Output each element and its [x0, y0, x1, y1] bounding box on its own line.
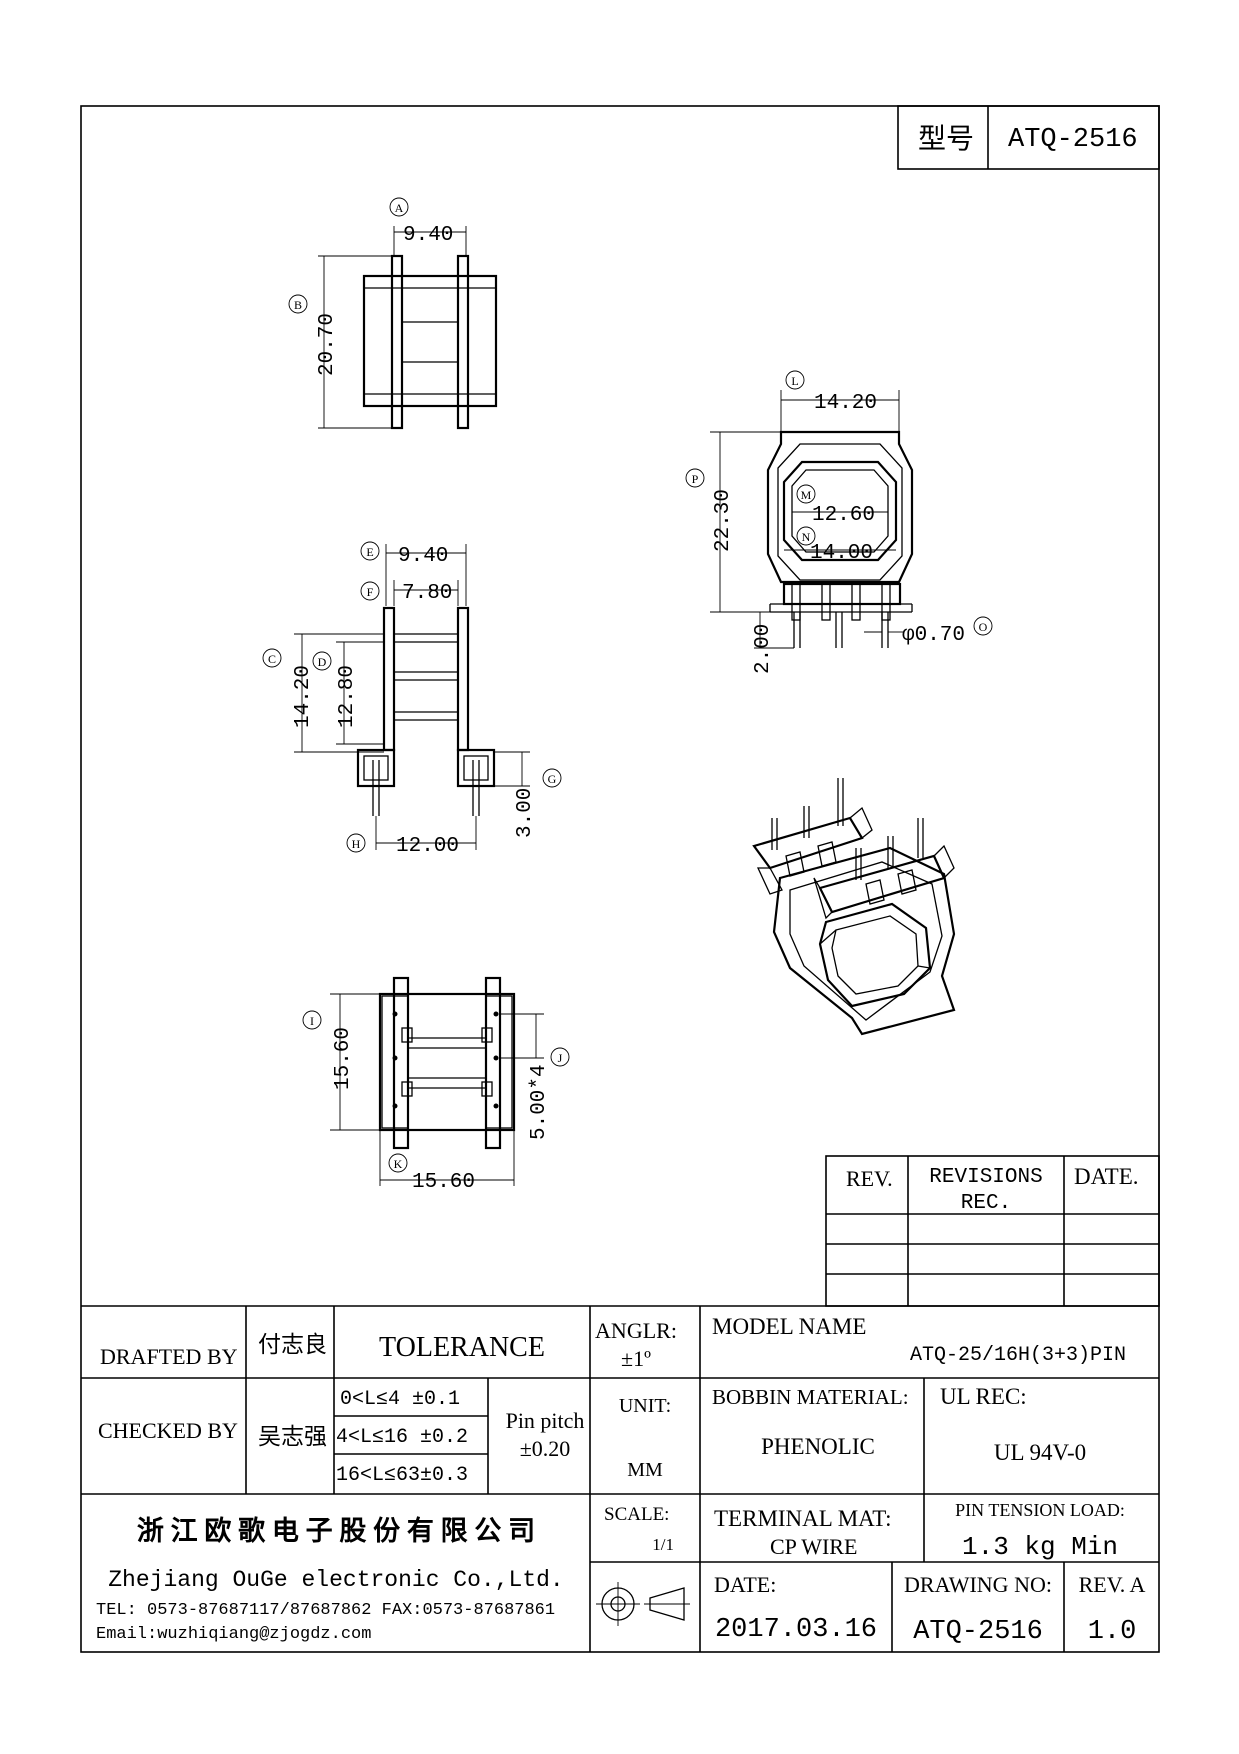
tolerance-row-1: 0<L≤4 ±0.1: [340, 1388, 460, 1411]
date-header: DATE.: [1074, 1164, 1139, 1189]
model-value: ATQ-2516: [1008, 125, 1138, 155]
tolerance-row-2: 4<L≤16 ±0.2: [336, 1426, 468, 1449]
drawing-frame: [80, 105, 1160, 1653]
model-name-label: MODEL NAME: [712, 1314, 866, 1339]
dim-value-pin-length: 2.00: [752, 624, 775, 674]
drafted-by-label: DRAFTED BY: [100, 1344, 238, 1369]
dim-value-c: 14.20: [292, 665, 315, 728]
dim-mark-b: B: [294, 298, 302, 312]
company-email: Email:wuzhiqiang@zjogdz.com: [96, 1625, 371, 1644]
dim-value-g: 3.00: [514, 788, 537, 838]
dim-value-a: 9.40: [403, 224, 453, 247]
tolerance-row-3: 16<L≤63±0.3: [336, 1464, 468, 1487]
dim-mark-g: G: [548, 772, 557, 786]
side-view: E 9.40 F 7.80 C 14.20 D 12.80 G 3.00: [262, 541, 562, 858]
dim-mark-n: N: [802, 530, 811, 544]
revisions-rec-header-2: REC.: [961, 1192, 1011, 1215]
dim-mark-d: D: [318, 655, 327, 669]
dim-value-k: 15.60: [412, 1171, 475, 1194]
dim-value-i: 15.60: [332, 1027, 355, 1090]
dim-mark-h: H: [352, 837, 361, 851]
terminal-mat-label: TERMINAL MAT:: [714, 1506, 892, 1531]
dim-mark-o: O: [979, 620, 988, 634]
dim-value-n: 14.00: [810, 542, 873, 565]
rev-header: REV.: [846, 1166, 893, 1191]
dim-value-b: 20.70: [316, 313, 339, 376]
date-label: DATE:: [714, 1572, 776, 1597]
dim-mark-c: C: [268, 652, 276, 666]
dim-mark-k: K: [394, 1157, 403, 1171]
company-name-en: Zhejiang OuGe electronic Co.,Ltd.: [108, 1567, 563, 1593]
bobbin-material-label: BOBBIN MATERIAL:: [712, 1385, 909, 1409]
unit-value: MM: [627, 1459, 663, 1481]
tolerance-label: TOLERANCE: [379, 1332, 545, 1363]
dim-mark-f: F: [367, 585, 374, 599]
top-view: A 9.40 B 20.70: [288, 197, 498, 430]
model-label: 型号: [918, 123, 974, 155]
dim-value-l: 14.20: [814, 392, 877, 415]
unit-label: UNIT:: [619, 1395, 671, 1417]
dim-value-d: 12.80: [336, 665, 359, 728]
pin-pitch-label: Pin pitch: [506, 1408, 585, 1433]
dim-mark-e: E: [366, 545, 373, 559]
revisions-table: REV. REVISIONS REC. DATE.: [825, 1155, 1160, 1307]
bottom-view: I 15.60 J 5.00*4 K 15.60: [302, 976, 570, 1194]
drawing-no-value: ATQ-2516: [913, 1617, 1043, 1647]
ul-rec-value: UL 94V-0: [994, 1440, 1086, 1465]
drawing-no-label: DRAWING NO:: [904, 1572, 1052, 1597]
pin-tension-value: 1.3 kg Min: [962, 1532, 1118, 1562]
anglr-label: ANGLR:: [595, 1318, 677, 1343]
model-name-value: ATQ-25/16H(3+3)PIN: [910, 1344, 1126, 1367]
dim-value-j: 5.00*4: [528, 1064, 551, 1140]
scale-value: 1/1: [652, 1535, 674, 1554]
scale-label: SCALE:: [604, 1504, 669, 1525]
pin-tension-label: PIN TENSION LOAD:: [955, 1500, 1125, 1520]
company-name-cn: 浙 江 欧 歌 电 子 股 份 有 限 公 司: [137, 1516, 535, 1546]
projection-symbol-icon: [596, 1582, 690, 1626]
dim-value-p: 22.30: [712, 489, 735, 552]
ul-rec-label: UL REC:: [940, 1384, 1027, 1409]
rev-value: 1.0: [1088, 1617, 1137, 1647]
rev-label: REV. A: [1079, 1572, 1146, 1597]
bobbin-material-value: PHENOLIC: [761, 1434, 875, 1459]
dim-mark-a: A: [395, 201, 404, 215]
terminal-mat-value: CP WIRE: [770, 1534, 857, 1559]
dim-mark-j: J: [558, 1051, 563, 1065]
dim-value-o: φ0.70: [902, 624, 965, 647]
anglr-value: ±1º: [621, 1346, 651, 1371]
drafted-by-name: 付志良: [258, 1332, 327, 1357]
dim-mark-p: P: [692, 472, 699, 486]
pin-pitch-value: ±0.20: [520, 1436, 571, 1461]
company-tel-fax: TEL: 0573-87687117/87687862 FAX:0573-876…: [96, 1601, 555, 1620]
dim-mark-m: M: [801, 488, 812, 502]
checked-by-label: CHECKED BY: [98, 1418, 238, 1443]
dim-mark-l: L: [791, 374, 798, 388]
dim-mark-i: I: [310, 1014, 314, 1028]
title-block: DRAFTED BY 付志良 TOLERANCE ANGLR: ±1º MODE…: [81, 1305, 1159, 1652]
revisions-rec-header-1: REVISIONS: [929, 1166, 1042, 1189]
front-view: L 14.20 M 12.60 N 14.00 P 22.30 2.00 φ0.…: [685, 370, 993, 674]
date-value: 2017.03.16: [715, 1615, 877, 1645]
header-model-box: 型号 ATQ-2516: [897, 105, 1160, 170]
checked-by-name: 吴志强: [258, 1424, 327, 1449]
isometric-view: [752, 778, 956, 1036]
dim-value-h: 12.00: [396, 835, 459, 858]
dim-value-f: 7.80: [402, 582, 452, 605]
dim-value-m: 12.60: [812, 504, 875, 527]
dim-value-e: 9.40: [398, 545, 448, 568]
